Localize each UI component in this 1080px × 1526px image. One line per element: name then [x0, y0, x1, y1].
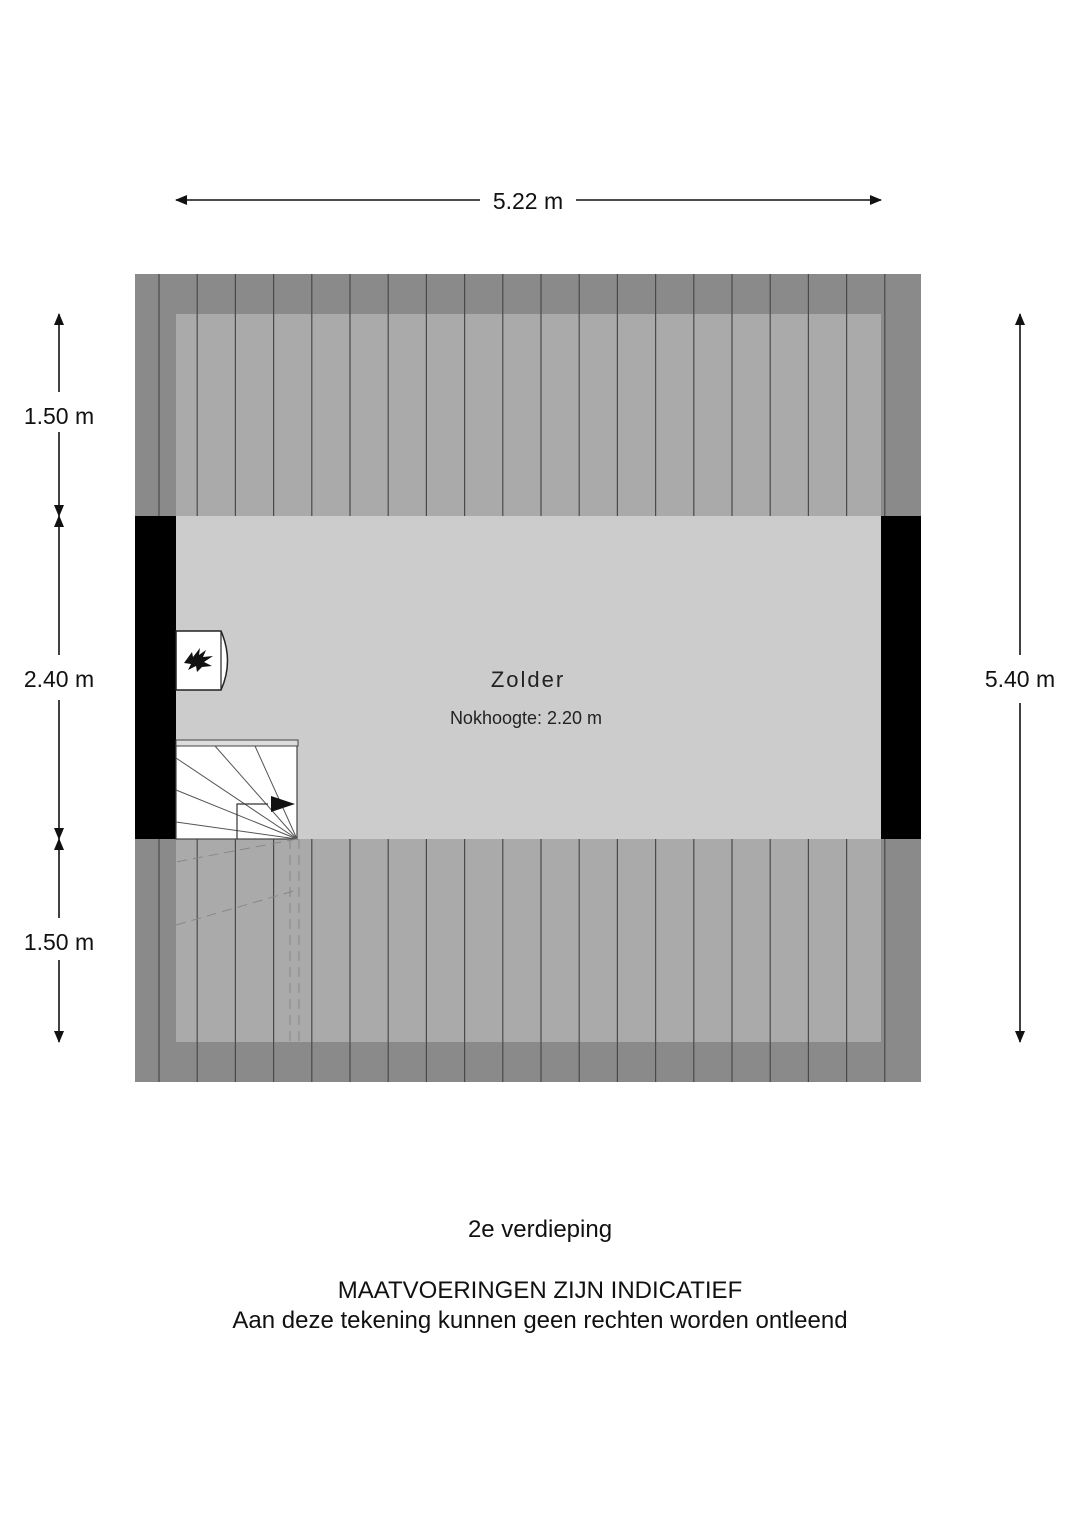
dimension-middle-label: 2.40 m — [24, 666, 94, 692]
gable-wall-right — [881, 516, 921, 839]
heater-unit — [175, 630, 229, 691]
disclaimer-line-1: MAATVOERINGEN ZIJN INDICATIEF — [337, 1277, 743, 1304]
room-name: Zolder — [491, 667, 565, 692]
rafter-lines — [158, 274, 886, 1082]
heater-flame-icon — [184, 648, 213, 672]
stair-treads — [175, 745, 298, 840]
stair-walkline — [236, 803, 268, 839]
arrow-right-icon — [271, 796, 295, 812]
dimension-lower-label: 1.50 m — [24, 929, 94, 955]
staircase — [175, 739, 300, 1042]
floor-label: 2e verdieping — [467, 1216, 613, 1243]
room-ridge-height: Nokhoogte: 2.20 m — [450, 708, 602, 728]
gable-wall-left — [135, 516, 176, 839]
dimension-depth: 5.40 m — [985, 313, 1055, 1043]
stair-continuation-hidden — [175, 838, 300, 1042]
dimension-depth-label: 5.40 m — [985, 666, 1055, 692]
roof-inner-top — [176, 314, 881, 516]
disclaimer-line-2: Aan deze tekening kunnen geen rechten wo… — [232, 1307, 848, 1334]
roof-inner-bottom — [176, 839, 881, 1042]
roof-structure — [135, 274, 921, 1082]
dimension-width-label: 5.22 m — [493, 188, 563, 214]
stair-railing-top — [175, 739, 299, 747]
dimension-width: 5.22 m — [175, 188, 882, 214]
dimension-upper-label: 1.50 m — [24, 403, 94, 429]
